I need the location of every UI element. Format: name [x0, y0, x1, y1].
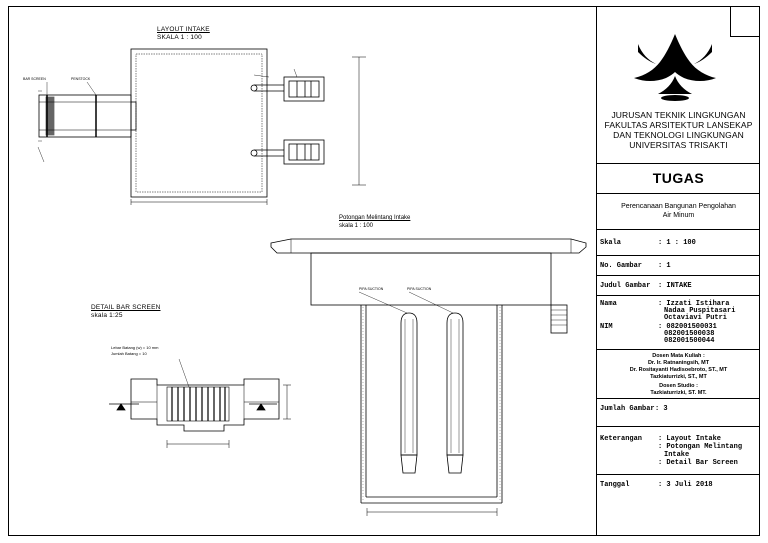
student-row: Nama : Izzati Istihara Nadaa Puspitasari…: [597, 296, 760, 350]
title-block: JURUSAN TEKNIK LINGKUNGAN FAKULTAS ARSIT…: [596, 7, 760, 535]
layout-scale: SKALA 1 : 100: [157, 34, 202, 41]
institution-line-2: FAKULTAS ARSITEKTUR LANSEKAP: [604, 120, 753, 130]
drawing-title-row: Judul Gambar : INTAKE: [597, 276, 760, 296]
pipe-suction-label-1: PIPA SUCTION: [359, 287, 384, 291]
name-1: : Izzati Istihara: [658, 300, 730, 308]
intake-outer-wall: [130, 48, 268, 198]
project-line-1: Perencanaan Bangunan Pengolahan: [621, 203, 736, 210]
date-row: Tanggal : 3 Juli 2018: [597, 475, 760, 535]
lecturer-label: Dosen Mata Kuliah :: [652, 353, 705, 359]
penstock-label: PENSTOCK: [71, 77, 91, 81]
trisakti-logo-icon: [634, 34, 716, 101]
project-title: Perencanaan Bangunan Pengolahan Air Minu…: [597, 194, 760, 230]
notes-row: Keterangan : Layout Intake : Potongan Me…: [597, 427, 760, 475]
note-2: : Potongan Melintang: [658, 443, 743, 451]
institution-name: JURUSAN TEKNIK LINGKUNGAN FAKULTAS ARSIT…: [597, 110, 760, 150]
drawing-sheet: LAYOUT INTAKE SKALA 1 : 100 BAR SCREEN P…: [8, 6, 760, 536]
section-scale: skala 1 : 100: [339, 223, 374, 229]
nim-3: 082001500044: [664, 337, 715, 345]
institution-line-1: JURUSAN TEKNIK LINGKUNGAN: [611, 110, 746, 120]
scale-label: Skala: [600, 239, 622, 247]
date-label: Tanggal: [600, 481, 630, 489]
institution-cell: JURUSAN TEKNIK LINGKUNGAN FAKULTAS ARSIT…: [597, 7, 760, 164]
title-block-corner: [730, 7, 760, 37]
nim-1: : 082001500031: [658, 323, 717, 331]
lecturer-row: Dosen Mata Kuliah : Dr. Ir. Ratnaningsih…: [597, 350, 760, 399]
lecturer-1: Dr. Ir. Ratnaningsih, MT: [647, 360, 710, 366]
sheet-count-value: : 3: [655, 405, 668, 413]
name-3: Octaviavi Putri: [664, 314, 728, 322]
institution-line-4: UNIVERSITAS TRISAKTI: [629, 140, 728, 150]
scale-value: : 1 : 100: [658, 239, 696, 247]
sheet-count-row: Jumlah Gambar : 3: [597, 399, 760, 427]
institution-line-3: DAN TEKNOLOGI LINGKUNGAN: [613, 130, 744, 140]
bar-screen-label: BAR SCREEN: [23, 77, 46, 81]
scale-row: Skala : 1 : 100: [597, 230, 760, 256]
lecturer-2: Dr. Rositayanti Hadisoebroto, ST., MT: [629, 367, 728, 373]
lecturer-3: Tazkiaturrizki, ST., MT: [650, 374, 707, 380]
drawing-number-value: : 1: [658, 262, 671, 270]
tugas-heading: TUGAS: [597, 164, 760, 194]
drawing-title-value: : INTAKE: [658, 282, 692, 290]
technical-drawing: [37, 48, 587, 516]
notes-label: Keterangan: [600, 435, 643, 443]
drawing-number-row: No. Gambar : 1: [597, 256, 760, 276]
date-value: : 3 Juli 2018: [658, 481, 713, 489]
nim-2: 082001500038: [664, 330, 715, 338]
name-label: Nama: [600, 300, 617, 308]
bar-count-note: Jumlah Batang = 10: [111, 351, 147, 356]
drawing-area: LAYOUT INTAKE SKALA 1 : 100 BAR SCREEN P…: [9, 7, 596, 535]
section-title: Potongan Melintang Intake: [339, 215, 411, 221]
drawing-number-label: No. Gambar: [600, 262, 643, 270]
drawing-title-label: Judul Gambar: [600, 282, 651, 290]
nim-label: NIM: [600, 323, 613, 331]
pipe-suction-label-2: PIPA SUCTION: [407, 287, 432, 291]
note-3: : Detail Bar Screen: [658, 459, 738, 467]
bar-detail-scale: skala 1:25: [91, 312, 123, 319]
project-line-2: Air Minum: [662, 212, 695, 219]
layout-title: LAYOUT INTAKE: [157, 26, 210, 33]
studio-lecturer: Tazkiaturrizki, ST. MT.: [650, 390, 707, 396]
name-2: Nadaa Puspitasari: [664, 307, 736, 315]
sheet-count-label: Jumlah Gambar: [600, 405, 655, 413]
bar-width-note: Lebar Batang (w) = 10 mm: [111, 345, 159, 350]
bar-detail-title: DETAIL BAR SCREEN: [91, 304, 161, 311]
note-1: : Layout Intake: [658, 435, 722, 443]
note-2b: Intake: [664, 451, 690, 459]
studio-lecturer-label: Dosen Studio :: [659, 383, 698, 389]
